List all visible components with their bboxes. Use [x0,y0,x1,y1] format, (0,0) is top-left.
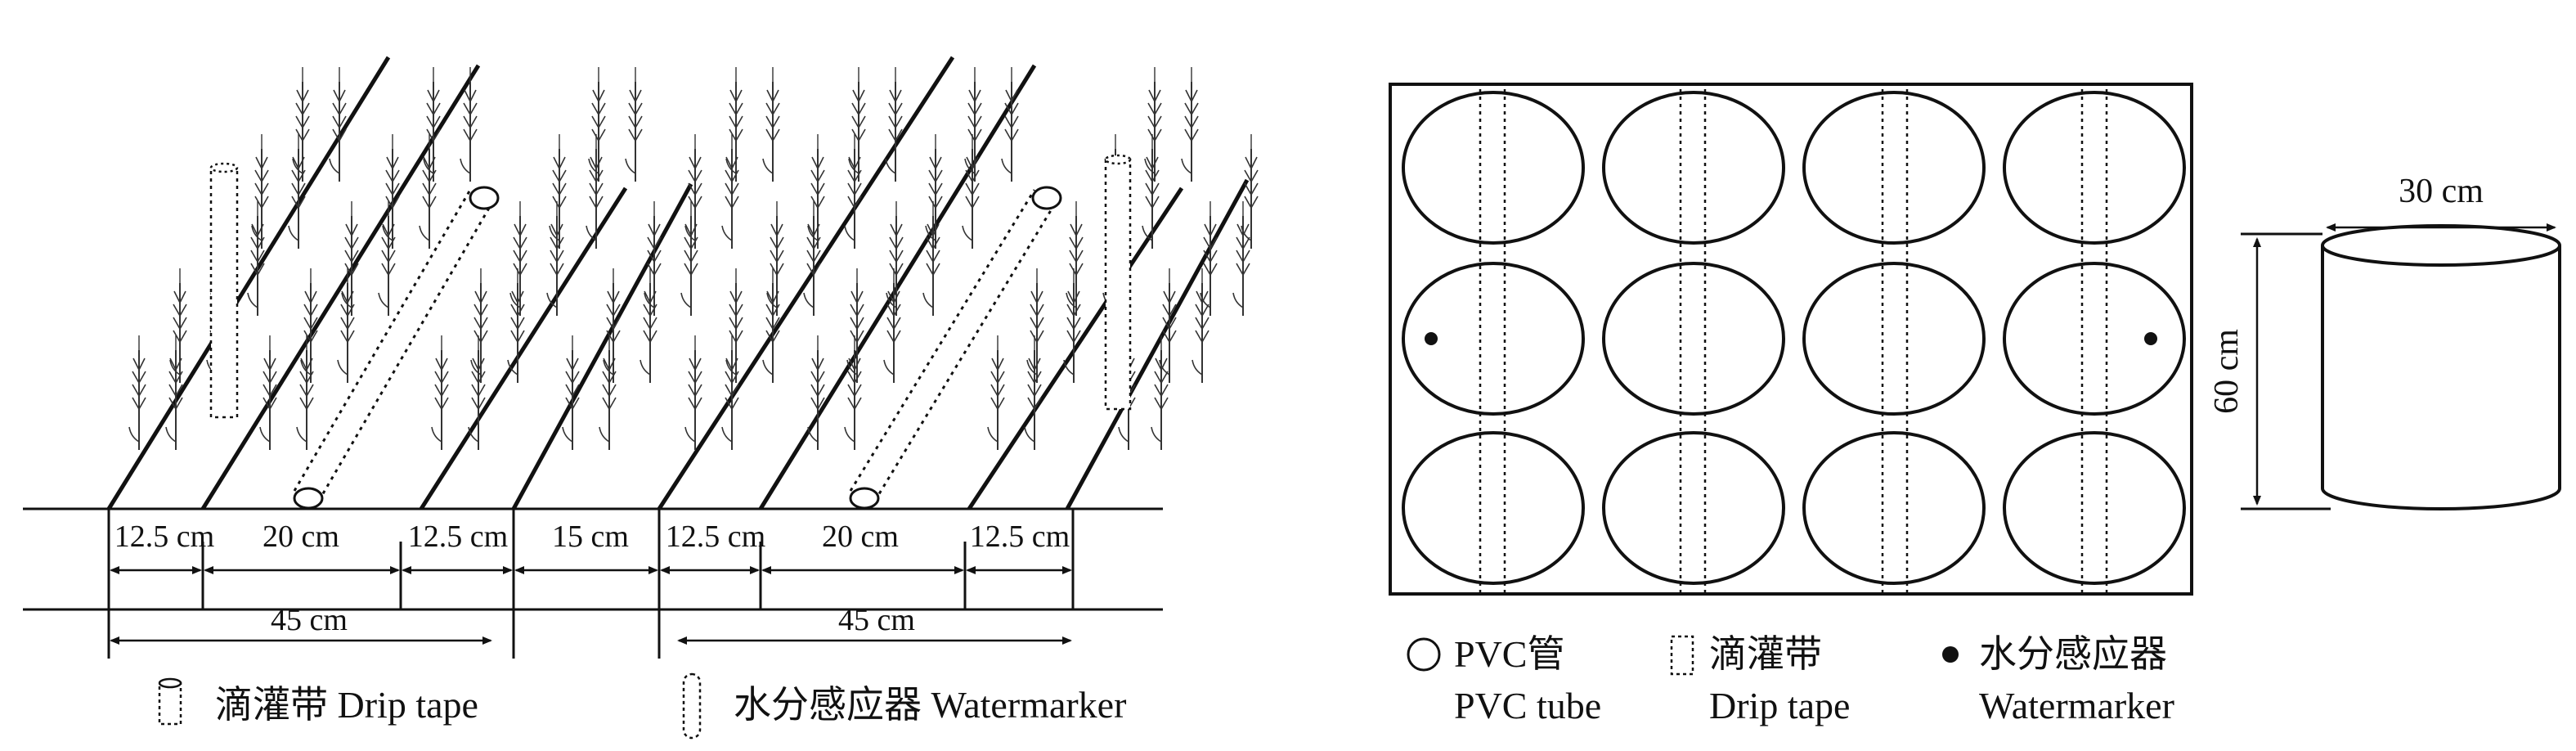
crop-row-lines [106,56,1250,510]
pvc-tube-circle [2003,431,2186,585]
spacing-label-1: 12.5 cm [114,519,214,554]
drip-tape-strip [1479,83,1506,596]
pvc-tube-circle [1602,431,1785,585]
sensor-legend-icon [1942,646,1959,663]
drip-tape-strip [2080,83,2108,596]
pvc-tube-circle [2003,91,2186,245]
dimension-ticks [107,509,1075,659]
drip-tape-strip [1881,83,1909,596]
row-line [419,187,628,510]
row-line [967,187,1184,510]
watermarker-sensor-1 [209,162,239,419]
wheat-ear [431,335,449,451]
spacing-label-6: 20 cm [822,519,899,554]
field-legend: 滴灌带 Drip tape 水分感应器 Watermarker [158,672,1126,740]
spacing-label-3: 12.5 cm [408,519,508,554]
sensor-legend-en: Watermarker [1979,685,2174,726]
wheat-ear [987,335,1005,451]
pvc-tube-circle [1402,91,1585,245]
row-line [758,64,1037,510]
sensor-legend-cn: 水分感应器 [1979,633,2167,675]
grid-legend: PVC管 PVC tube 滴灌带 Drip tape 水分感应器 Waterm… [1407,633,2174,726]
span-label-1: 45 cm [271,603,348,637]
spacing-label-7: 12.5 cm [970,519,1070,554]
plot-frame [1389,83,2193,596]
dimension-arrows [110,566,1072,645]
diameter-label: 30 cm [2399,173,2484,210]
wheat-ear [1232,200,1250,317]
field-planting-diagram: 12.5 cm 20 cm 12.5 cm 15 cm 12.5 cm 20 c… [23,56,1259,740]
wheat-ear [807,335,825,451]
sensor-dot-left [1425,332,1438,345]
wheat-ear [1001,66,1019,182]
wheat-ear [128,335,146,451]
pvc-tube-circle [1402,262,1585,416]
height-label: 60 cm [2208,329,2246,414]
drip-tape-diagonal-1 [293,186,500,510]
pvc-tube-cylinder: 30 cm 60 cm [2208,173,2561,510]
row-line [1065,178,1250,510]
span-label-2: 45 cm [838,603,915,637]
pvc-tube-circle [1802,91,1986,245]
drip-legend-icon [1670,635,1694,676]
cylinder-body [2321,245,2561,510]
row-line [106,56,391,510]
wheat-ear [962,133,980,250]
watermarker-legend-label: 水分感应器 Watermarker [734,684,1126,726]
pvc-tube-circle [1802,262,1986,416]
pvc-tube-grid-diagram: PVC管 PVC tube 滴灌带 Drip tape 水分感应器 Waterm… [1389,83,2193,726]
pvc-tube-circle [1802,431,1986,585]
sensor-dot-right [2144,332,2157,345]
drip-tape-strips [1479,83,2108,596]
wheat-ear [762,66,780,182]
wheat-ear [1181,66,1199,182]
wheat-ear [329,66,347,182]
cylinder-top [2321,224,2561,267]
pvc-tube-circle [1602,91,1785,245]
pvc-tube-circle [2003,262,2186,416]
pvc-tube-cells [1402,91,2186,585]
wheat-ear [1192,268,1209,384]
watermarker-sensor-2 [1104,154,1132,411]
row-line [511,182,693,510]
wheat-ear [922,200,940,317]
wheat-plants [128,66,1259,451]
drip-legend-cn: 滴灌带 [1709,633,1822,675]
drip-tape-legend-icon [158,677,182,726]
spacing-label-4: 15 cm [552,519,629,554]
wheat-ear [885,66,903,182]
row-line [657,56,955,510]
spacing-label-2: 20 cm [263,519,339,554]
pvc-legend-en: PVC tube [1454,685,1601,726]
watermarker-legend-icon [682,672,702,740]
pvc-legend-cn: PVC管 [1454,633,1564,675]
spacing-labels: 12.5 cm 20 cm 12.5 cm 15 cm 12.5 cm 20 c… [114,519,1070,637]
wheat-ear [684,335,702,451]
drip-tape-diagonal-2 [849,186,1062,510]
wheat-ear [1024,335,1042,451]
pvc-tube-circle [1602,262,1785,416]
drip-tape-strip [1679,83,1707,596]
drip-tape-legend-label: 滴灌带 Drip tape [215,684,478,726]
wheat-ear [625,66,643,182]
spacing-label-5: 12.5 cm [666,519,765,554]
pvc-tube-circle [1402,431,1585,585]
drip-legend-en: Drip tape [1709,685,1850,726]
pvc-legend-icon [1407,637,1441,672]
